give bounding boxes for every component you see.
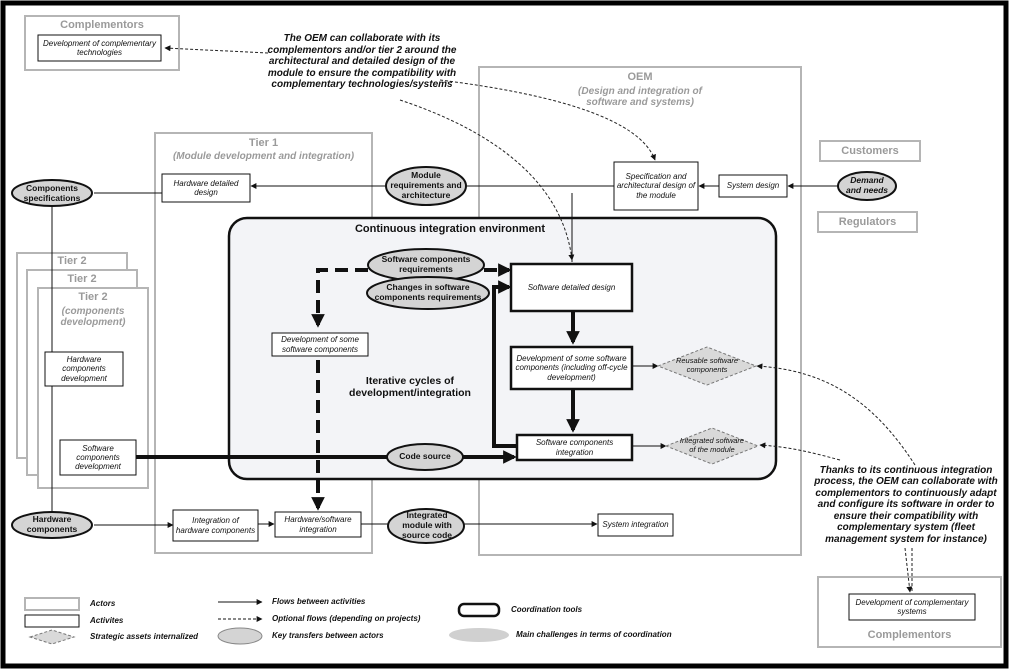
box-hwsw-integ <box>274 511 362 538</box>
legend-coordination: Coordination tools <box>511 605 583 614</box>
text-dev-comp-tech: Development of complementary technologie… <box>43 38 156 57</box>
label-complementors-bottom: Complementors <box>867 628 952 641</box>
text-module-req: Module requirements and architecture <box>390 170 462 200</box>
annotation-right: Thanks to its continuous integration pro… <box>814 464 998 545</box>
label-tier2-sub: (components development) <box>60 305 126 329</box>
annotation-top: The OEM can collaborate with its complem… <box>267 33 457 91</box>
box-dev-some-sw-oem <box>509 345 634 391</box>
optional-flow-to-integrated <box>759 442 841 461</box>
diamond-integrated-sw <box>664 427 760 465</box>
optional-flow-to-spec <box>439 79 656 161</box>
text-sw-comp-req: Software components requirements <box>381 254 471 274</box>
text-integ-hw: Integration of hardware components <box>175 516 256 535</box>
text-sw-comp-dev: Software components development <box>75 443 121 472</box>
box-spec-arch <box>613 161 699 211</box>
ci-environment <box>227 216 778 481</box>
label-customers: Customers <box>841 144 899 157</box>
box-dev-some-sw-tier1 <box>271 332 369 357</box>
box-hw-detailed <box>161 173 251 203</box>
text-demand-needs: Demand and needs <box>845 175 889 195</box>
ellipse-demand-needs <box>837 171 897 201</box>
text-integrated-sw: Integrated software of the module <box>679 436 745 454</box>
legend-challenges: Main challenges in terms of coordination <box>516 630 672 639</box>
text-system-design: System design <box>726 181 780 191</box>
box-sw-comp-dev <box>59 439 137 476</box>
text-hardware-components: Hardware components <box>26 514 78 534</box>
text-sw-detailed: Software detailed design <box>527 282 616 292</box>
flow-dashed-req-to-tier1 <box>311 268 368 328</box>
text-reusable-sw: Reusable software components <box>675 356 739 374</box>
label-tier2-a: Tier 2 <box>57 255 87 268</box>
ellipse-code-source <box>386 443 464 471</box>
box-integ-hw <box>172 509 259 542</box>
text-hw-detailed: Hardware detailed design <box>173 178 239 197</box>
legend-key-transfers: Key transfers between actors <box>272 631 384 640</box>
optional-flow-to-complementary-systems <box>904 547 913 593</box>
text-integrated-module: Integrated module with source code <box>401 510 453 540</box>
optional-flow-to-complementors <box>164 45 269 54</box>
label-tier2-b: Tier 2 <box>67 273 97 286</box>
text-dev-comp-sys: Development of complementary systems <box>855 597 969 616</box>
legend-activities-swatch <box>24 614 80 628</box>
ellipse-changes-sw-req <box>366 276 490 310</box>
label-regulators: Regulators <box>838 215 897 228</box>
label-oem-sub: (Design and integration of software and … <box>578 85 702 109</box>
legend-coordination-swatch <box>457 602 501 618</box>
text-components-spec: Components specifications <box>23 182 81 203</box>
box-system-integ <box>597 513 674 537</box>
label-tier1-sub: (Module development and integration) <box>172 150 355 162</box>
box-sw-detailed <box>509 262 634 313</box>
optional-flow-to-swdesign <box>399 99 575 261</box>
label-tier2-c: Tier 2 <box>78 291 108 304</box>
legend-assets: Strategic assets internalized <box>90 632 199 641</box>
box-hw-comp-dev <box>44 351 124 387</box>
optional-flow-to-reusable <box>756 363 916 466</box>
text-dev-some-sw-oem: Development of some software components … <box>515 354 628 382</box>
label-complementors-top: Complementors <box>60 19 144 32</box>
text-iterative-cycles: Iterative cycles of development/integrat… <box>349 374 471 399</box>
box-system-design <box>718 174 788 198</box>
regulators-frame <box>817 211 918 233</box>
label-tier1: Tier 1 <box>248 136 279 149</box>
text-sw-comp-integration: Software components integration <box>535 438 614 457</box>
label-ci-environment: Continuous integration environment <box>354 223 546 236</box>
diamond-reusable-sw <box>656 346 758 386</box>
flow-integration-back-loop <box>492 280 516 448</box>
legend-optional: Optional flows (depending on projects) <box>272 614 421 623</box>
ellipse-hardware-components <box>11 511 93 539</box>
legend-challenges-swatch <box>449 628 509 642</box>
legend-activities: Activites <box>90 616 124 625</box>
text-hw-comp-dev: Hardware components development <box>61 355 107 383</box>
text-hwsw-integ: Hardware/software integration <box>284 515 352 534</box>
text-system-integ: System integration <box>602 520 669 530</box>
box-dev-comp-sys <box>848 593 976 621</box>
legend-ellipse-swatch <box>217 627 263 645</box>
label-oem: OEM <box>627 70 653 83</box>
box-dev-comp-tech <box>37 34 162 62</box>
ellipse-components-spec <box>11 179 93 207</box>
legend-assets-swatch <box>28 629 76 645</box>
text-dev-some-sw-tier1: Development of some software components <box>281 335 359 354</box>
ellipse-module-req <box>385 166 467 206</box>
text-changes-sw-req: Changes in software components requireme… <box>374 282 482 302</box>
text-spec-arch: Specification and architectural design o… <box>616 172 696 200</box>
legend-actors: Actors <box>90 599 116 608</box>
ellipse-integrated-module <box>387 508 465 544</box>
box-sw-comp-integration <box>515 433 634 462</box>
legend-actors-swatch <box>24 597 80 611</box>
legend-flows: Flows between activities <box>272 597 366 606</box>
text-code-source: Code source <box>399 451 451 462</box>
customers-frame <box>819 140 921 162</box>
